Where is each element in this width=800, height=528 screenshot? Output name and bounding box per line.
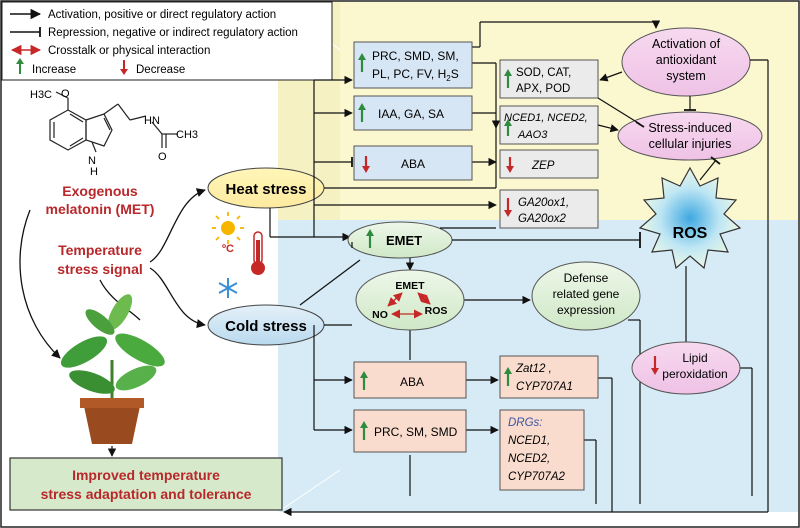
heat-box-iaa [353, 95, 473, 131]
heat-box-prc [353, 41, 473, 89]
heat-box-ga20 [499, 189, 599, 229]
lipid-line1: Lipid [682, 351, 707, 365]
legend-increase: Increase [16, 58, 76, 76]
defense-line2: related gene [553, 287, 620, 301]
heat-stress-label: Heat stress [226, 181, 307, 198]
crosstalk-arrows [387, 292, 431, 319]
heat-sod-line2: APX, POD [516, 83, 570, 95]
ros-connectors [685, 156, 721, 342]
injuries-line1: Stress-induced [648, 121, 731, 135]
legend-increase-label: Increase [32, 64, 76, 76]
heat-zep-label: ZEP [531, 160, 555, 172]
crosstalk-ros-label: ROS [425, 305, 448, 317]
heat-connectors [269, 20, 661, 242]
legend-repression-label: Repression, negative or indirect regulat… [48, 27, 298, 39]
heat-aba-label: ABA [401, 157, 425, 171]
legend-decrease-label: Decrease [136, 64, 185, 76]
chem-h: H [90, 166, 98, 178]
cold-stress-label: Cold stress [225, 318, 307, 335]
chem-h3c: H3C [30, 89, 52, 101]
met-label-line2: melatonin (MET) [46, 201, 155, 217]
cold-drg-l1: NCED1, [508, 435, 550, 447]
heat-box-nced [499, 105, 599, 145]
antioxidant-line1: Activation of [652, 37, 721, 51]
legend-box [1, 1, 333, 81]
heat-box-sod [499, 59, 599, 99]
defense-node [531, 261, 641, 331]
antioxidant-node [621, 27, 751, 97]
heat-prc-line1: PRC, SMD, SM, [372, 49, 459, 63]
sun-icon [212, 212, 244, 244]
cold-zat-line2: CYP707A1 [516, 381, 573, 393]
ros-node [638, 166, 742, 270]
signal-label-line1: Temperature [58, 242, 142, 258]
legend-activation-label: Activation, positive or direct regulator… [48, 9, 276, 21]
cold-prc-label: PRC, SM, SMD [374, 425, 458, 439]
emet-label: EMET [386, 233, 422, 248]
thermometer-icon [251, 231, 265, 275]
cold-zat-line1: Zat12 , [515, 363, 552, 375]
celsius-label: ºC [222, 243, 234, 255]
heat-nced-line1: NCED1, NCED2, [504, 112, 588, 124]
lipid-line2: peroxidation [662, 367, 727, 381]
legend-decrease: Decrease [120, 60, 185, 76]
cold-box-drg [499, 409, 585, 491]
signal-label-line2: stress signal [57, 261, 143, 277]
heat-sod-line1: SOD, CAT, [516, 67, 571, 79]
heat-ga20-line2: GA20ox2 [518, 213, 567, 225]
lipid-node [631, 341, 741, 395]
heat-box-aba [353, 145, 473, 181]
heat-ga20-line1: GA20ox1, [518, 197, 569, 209]
injuries-line2: cellular injuries [649, 137, 732, 151]
crosstalk-node [355, 269, 465, 331]
plant-icon [60, 294, 165, 444]
chem-o: O [61, 88, 70, 100]
panel-divider-2 [277, 469, 341, 513]
snowflake-icon [218, 278, 238, 298]
chem-ch3: CH3 [176, 129, 198, 141]
cold-aba-label: ABA [400, 375, 424, 389]
signal-to-cold-arrow [149, 267, 206, 329]
chem-n: N [88, 155, 96, 167]
met-label-line1: Exogenous [62, 183, 138, 199]
heat-iaa-label: IAA, GA, SA [378, 107, 444, 121]
crosstalk-no-label: NO [372, 309, 388, 321]
cold-box-aba [353, 361, 467, 399]
legend-repression: Repression, negative or indirect regulat… [10, 27, 298, 39]
heat-prc-line2: PL, PC, FV, H2S [372, 67, 459, 83]
cold-box-prc [353, 409, 467, 453]
outcome-box [9, 457, 283, 511]
antioxidant-line2: antioxidant [656, 53, 717, 67]
injuries-node [617, 111, 763, 161]
emet-connectors [351, 227, 641, 271]
melatonin-structure [49, 91, 178, 153]
heat-nced-line2: AAO3 [517, 129, 548, 141]
cold-drg-l3: CYP707A2 [508, 471, 566, 483]
met-to-plant-arrow [19, 209, 61, 359]
outcome-line2: stress adaptation and tolerance [41, 486, 252, 502]
legend-activation: Activation, positive or direct regulator… [10, 8, 276, 21]
legend-crosstalk-label: Crosstalk or physical interaction [48, 45, 210, 57]
antioxidant-connectors [597, 59, 769, 512]
antioxidant-line3: system [666, 69, 706, 83]
cold-box-zat [499, 355, 599, 399]
heat-box-zep [499, 149, 599, 179]
cold-drg-title: DRGs: [508, 417, 543, 429]
ros-label: ROS [673, 225, 708, 242]
defense-line1: Defense [564, 271, 609, 285]
signal-to-heat-arrow [149, 188, 206, 263]
defense-line3: expression [557, 303, 615, 317]
legend-crosstalk: Crosstalk or physical interaction [10, 44, 210, 57]
chem-hn: HN [144, 115, 160, 127]
cold-drg-l2: NCED2, [508, 453, 550, 465]
chem-o-carbonyl: O [158, 151, 167, 163]
cold-connectors [299, 259, 753, 512]
crosstalk-emet-label: EMET [395, 280, 425, 292]
outcome-line1: Improved temperature [72, 467, 220, 483]
